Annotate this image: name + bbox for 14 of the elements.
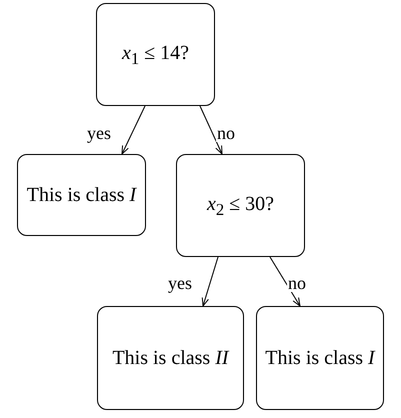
box-text: x$_{1}$ ≤ 14? bbox=[122, 40, 190, 68]
process-box bbox=[256, 306, 384, 410]
box-text: This is class I bbox=[265, 346, 375, 370]
arrow bbox=[202, 256, 218, 306]
process-box bbox=[17, 154, 146, 236]
box-text: This is class II bbox=[112, 346, 229, 370]
process-box bbox=[97, 306, 244, 410]
box-text: This is class I bbox=[26, 183, 136, 207]
process-box bbox=[96, 3, 215, 106]
process-box bbox=[176, 154, 305, 257]
arrow bbox=[270, 256, 300, 306]
arrow bbox=[200, 106, 222, 154]
box-text: x$_{2}$ ≤ 30? bbox=[206, 192, 274, 220]
arrow bbox=[122, 106, 146, 154]
